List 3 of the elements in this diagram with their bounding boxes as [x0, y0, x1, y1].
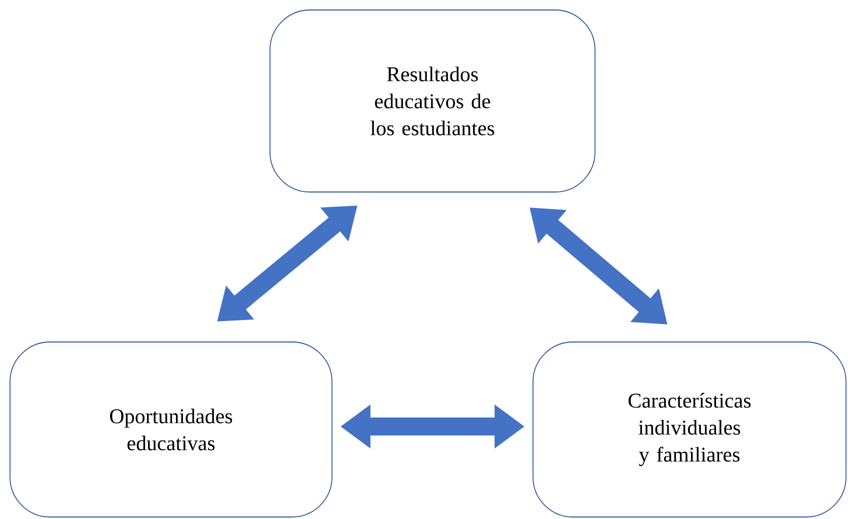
rounded-box: Características individuales y familiares: [532, 342, 846, 518]
rounded-box: Oportunidades educativas: [10, 342, 332, 518]
rounded-box: Resultados educativos de los estudiantes: [270, 10, 596, 192]
